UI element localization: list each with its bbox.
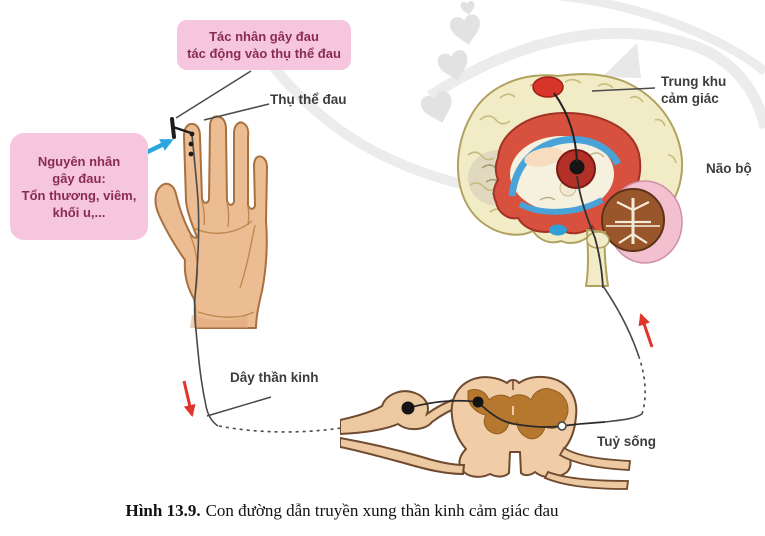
- arbor-vitae: [606, 198, 660, 244]
- impulse-line-cord: [407, 399, 606, 428]
- dorsal-horn-neuron-dot: [472, 396, 484, 408]
- ventral-root-band: [340, 436, 466, 476]
- watermark-swoosh: [559, 0, 765, 76]
- pin-icon: [170, 117, 193, 139]
- figure-number: Hình 13.9.: [125, 501, 201, 520]
- brain-label: Não bộ: [706, 161, 752, 176]
- ventricle-blue-spot: [549, 224, 567, 236]
- pain-receptor-label: Thụ thể đau: [270, 92, 347, 107]
- figure-title: Con đường dẫn truyền xung thần kinh cảm …: [205, 501, 559, 520]
- thalamus-relay-dot: [569, 159, 585, 175]
- ventricle-blue-band: [518, 197, 604, 215]
- pointer-line-nerve: [206, 396, 272, 417]
- watermark-triangle: [602, 43, 641, 78]
- pointer-line-receptor: [203, 103, 270, 121]
- ganglion-neuron-dot: [401, 401, 415, 415]
- figure-caption: Hình 13.9.Con đường dẫn truyền xung thần…: [0, 501, 684, 521]
- pain-receptor-dots: [188, 131, 195, 157]
- ascending-dashed-line: [638, 356, 646, 415]
- corpus-callosum: [524, 147, 564, 167]
- red-impulse-arrow-up-icon: [638, 313, 654, 348]
- nerve-path-line: [191, 134, 200, 331]
- nerve-dashed-line: [218, 425, 342, 433]
- sensory-center-label: Trung khu cảm giác: [661, 74, 727, 106]
- dorsal-root-ganglion: [340, 390, 463, 436]
- forearm-shading: [190, 315, 248, 328]
- ventricle-blue-band: [508, 136, 622, 197]
- right-root-band: [543, 470, 630, 490]
- impulse-line-brainstem: [576, 175, 604, 289]
- hand-illustration: [154, 115, 268, 331]
- right-root-band: [558, 446, 632, 471]
- brain-illustration: [456, 73, 683, 289]
- nerve-label: Dây thần kinh: [230, 370, 319, 385]
- spinal-cord-label: Tuỷ sống: [597, 434, 656, 449]
- sensory-center-spot: [532, 76, 564, 98]
- ascending-path-line: [602, 285, 640, 358]
- ascending-path-line: [604, 413, 643, 423]
- spinal-cord-illustration: [340, 375, 632, 490]
- impulse-line-to-cortex: [553, 92, 578, 163]
- hand-outline: [154, 115, 268, 329]
- pointer-line-stimulus: [175, 70, 252, 119]
- watermark-swoosh: [427, 27, 765, 130]
- synapse-dot: [557, 421, 567, 431]
- nerve-path-line: [195, 329, 219, 427]
- red-impulse-arrow-down-icon: [182, 380, 196, 417]
- pointer-lines: [175, 70, 656, 417]
- stimulus-label-box: Tác nhân gây đau tác động vào thụ thể đa…: [177, 20, 351, 70]
- cause-label-box: Nguyên nhân gây đau: Tổn thương, viêm, k…: [10, 133, 148, 240]
- pointer-line-sensory-center: [591, 87, 656, 92]
